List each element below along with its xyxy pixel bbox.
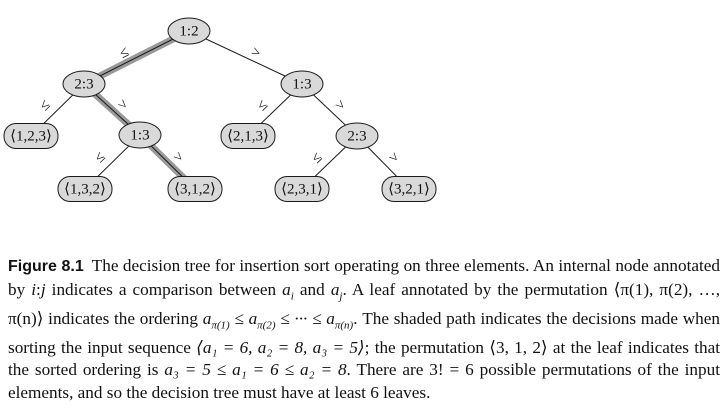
leaf-node: ⟨1,3,2⟩ [57, 176, 113, 202]
caption-and: and [293, 279, 331, 299]
leaf-box [57, 176, 113, 202]
edge-label-gt: > [385, 149, 402, 166]
caption-part5: ; the permutation ⟨3, 1, 2⟩ at the leaf … [8, 337, 720, 380]
leaf-label: ⟨2,3,1⟩ [281, 181, 323, 197]
leaf-node: ⟨2,3,1⟩ [274, 176, 330, 202]
internal-nodes: 1:2 2:3 1:3 1:3 2:3 [62, 17, 379, 150]
caption-part4: . The shaded path indicates the decision… [8, 308, 720, 357]
leaf-label: ⟨1,3,2⟩ [64, 181, 106, 197]
leaf-node: ⟨1,2,3⟩ [3, 123, 59, 149]
node-ellipse [118, 121, 162, 149]
edge-label-leq: ≤ [92, 149, 109, 166]
internal-node: 2:3 [335, 122, 379, 150]
internal-node: 1:3 [280, 70, 324, 98]
leaf-box [3, 123, 59, 149]
edge-label-leq: ≤ [117, 44, 132, 62]
caption-part3: . A leaf annotated by the permutation ⟨π… [8, 279, 720, 328]
node-label: 1:3 [130, 127, 149, 143]
node-label: 1:3 [292, 76, 311, 92]
internal-node: 1:2 [167, 17, 211, 45]
caption-aj: aj [330, 279, 343, 303]
caption-ordering: aπ(1) ≤ aπ(2) ≤ ··· ≤ aπ(n) [202, 308, 354, 332]
caption-input: ⟨a₁ = 6, a₂ = 8, a₃ = 5⟩ [196, 337, 365, 357]
caption-part1: The decision tree for insertion sort ope… [8, 256, 721, 299]
leaf-nodes: ⟨1,2,3⟩ ⟨1,3,2⟩ ⟨3,1,2⟩ ⟨2,1,3⟩ ⟨2,3,1⟩ ⟨3,2,… [3, 123, 437, 202]
tree-edge [188, 30, 303, 85]
caption-var-i: i [31, 279, 37, 299]
figure-label: Figure 8.1 [8, 258, 84, 275]
leaf-node: ⟨3,1,2⟩ [167, 176, 223, 202]
caption-part2: indicates a comparison between [45, 279, 283, 299]
caption-ai: ai [282, 279, 294, 303]
node-ellipse [280, 70, 324, 98]
node-ellipse [62, 70, 106, 98]
edge-label-gt: > [331, 97, 348, 114]
internal-node: 2:3 [62, 70, 106, 98]
caption-sorted: a₃ = 5 ≤ a₁ = 6 ≤ a₂ = 8 [164, 360, 347, 380]
caption-colon: : [36, 279, 41, 299]
leaf-label: ⟨3,2,1⟩ [388, 181, 430, 197]
internal-node: 1:3 [118, 121, 162, 149]
node-ellipse [335, 122, 379, 150]
edge-label-leq: ≤ [37, 97, 54, 114]
edge-label-leq: ≤ [309, 149, 326, 166]
decision-tree: ≤>≤>≤>≤>≤>1:22:31:31:32:3⟨1,2,3⟩⟨1,3,2⟩⟨… [3, 17, 437, 202]
edge-label-gt: > [249, 44, 263, 62]
edge-label-leq: ≤ [254, 97, 271, 114]
caption-var-j: j [40, 279, 46, 299]
leaf-box [274, 176, 330, 202]
leaf-node: ⟨3,2,1⟩ [381, 176, 437, 202]
node-label: 1:2 [179, 23, 198, 39]
leaf-label: ⟨3,1,2⟩ [174, 181, 216, 197]
edges: ≤>≤>≤>≤>≤> [30, 27, 410, 193]
leaf-label: ⟨2,1,3⟩ [227, 128, 269, 144]
caption-part6: . There are 3! = 6 possible permutations… [8, 360, 720, 402]
leaf-box [167, 176, 223, 202]
leaf-box [220, 123, 276, 149]
leaf-box [381, 176, 437, 202]
tree-edge [83, 30, 190, 85]
node-label: 2:3 [74, 76, 93, 92]
leaf-node: ⟨2,1,3⟩ [220, 123, 276, 149]
node-label: 2:3 [347, 128, 366, 144]
node-ellipse [167, 17, 211, 45]
leaf-label: ⟨1,2,3⟩ [10, 128, 52, 144]
